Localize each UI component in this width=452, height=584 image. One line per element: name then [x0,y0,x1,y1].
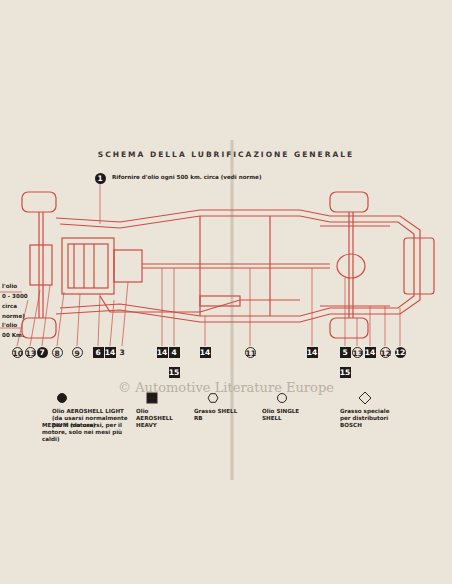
diagram-title: SCHEMA DELLA LUBRIFICAZIONE GENERALE [0,150,452,159]
callout-number: 6 [93,347,104,358]
legend-text: MEDIUM (da usarsi, per il motore, solo n… [42,422,132,443]
note-text: Rifornire d'olio ogni 500 km. circa (ved… [112,174,261,180]
watermark: © Automotive Literature Europe [118,380,334,395]
side-note: l'olio [2,322,17,328]
callout-number: 14 [307,347,318,358]
side-note: circa [2,303,17,309]
callout-number: 1 [95,173,106,184]
callout-number: 12 [395,347,406,358]
side-note: norme) [2,313,25,319]
callout-number: 4 [169,347,180,358]
legend-text: Olio AEROSHELL HEAVY [136,408,186,429]
callout-number: 14 [105,347,116,358]
legend-text: Grasso speciale per distributori BOSCH [340,408,398,429]
callout-number: 11 [245,347,256,358]
callout-number: 12 [380,347,391,358]
callout-number: 9 [72,347,83,358]
callout-number: 13 [25,347,36,358]
callout-number: 13 [352,347,363,358]
callout-number: 5 [340,347,351,358]
legend-text: Olio SINGLE SHELL [262,408,306,422]
legend-text: Grasso SHELL RB [194,408,238,422]
callout-number: 15 [340,367,351,378]
callout-number: 3 [117,347,128,358]
side-note: 0 - 3000 [2,293,28,299]
side-note: 00 Km. [2,332,24,338]
callout-number: 14 [157,347,168,358]
callout-number: 8 [52,347,63,358]
callout-number: 7 [37,347,48,358]
callout-number: 14 [365,347,376,358]
callout-number: 14 [200,347,211,358]
side-note: l'olio [2,283,17,289]
callout-number: 15 [169,367,180,378]
callout-number: 10 [12,347,23,358]
